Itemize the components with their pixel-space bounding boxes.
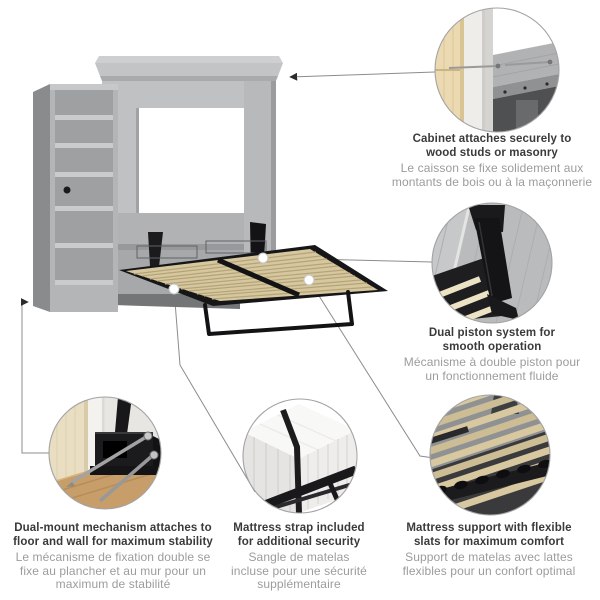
callout-circle-dual-mount [48, 396, 162, 510]
leader-line-dual-mount [20, 298, 49, 454]
leader-lines [20, 71, 436, 493]
leader-line-mattress-strap [173, 288, 256, 493]
callout-rings [48, 7, 560, 516]
deck-leg-bar [203, 290, 354, 336]
wire-bracket-right [205, 240, 267, 254]
marker-dot-mattress-strap [168, 283, 180, 295]
caption-title-line: floor and wall for maximum stability [13, 535, 213, 548]
callout-circle-mattress-support [429, 394, 551, 516]
marker-dot-dual-piston [257, 252, 269, 264]
caption-title-line: Mattress strap included [233, 522, 365, 534]
deck-center-rail [217, 257, 300, 298]
leader-line-cabinet-attachment [289, 71, 436, 81]
caption-title-line: Cabinet attaches securely to [412, 133, 572, 145]
caption-subtitle-line: Sangle de matelas [248, 550, 350, 564]
lag-screws [66, 431, 159, 503]
caption-subtitle-line: supplémentaire [257, 577, 341, 591]
callout-circle-mattress-strap [242, 398, 358, 514]
shelf-cubbies [55, 90, 113, 285]
shelving-unit [33, 84, 118, 312]
piston-arm [474, 218, 512, 304]
callout-circle-cabinet-attachment [434, 7, 560, 133]
murphy-bed-product [33, 56, 388, 336]
bed-deck [119, 245, 388, 336]
crown-molding [95, 63, 283, 76]
callout-image-mattress-support [430, 395, 550, 515]
callout-image-mattress-strap [243, 399, 357, 513]
slat-rail [430, 461, 550, 506]
headboard-panel [118, 213, 244, 250]
wall-screws [448, 59, 553, 69]
caption-subtitle-line: fixe au plancher et au mur pour un [19, 563, 207, 578]
marker-dots [168, 252, 315, 295]
callout-caption-dual-piston: Dual piston system for smooth operation … [352, 327, 600, 383]
callout-caption-mattress-support: Mattress support with flexible slats for… [369, 522, 600, 578]
caption-title-line: for additional security [237, 535, 361, 548]
caption-subtitle-line: Le mécanisme de fixation double se [15, 550, 211, 564]
caption-subtitle-line: flexibles pour un confort optimal [402, 563, 576, 578]
caption-title-line: wood studs or masonry [426, 146, 558, 159]
caption-subtitle-line: maximum de stabilité [55, 577, 171, 591]
cabinet-opening [138, 108, 244, 213]
callout-caption-dual-mount: Dual-mount mechanism attaches to floor a… [3, 522, 223, 592]
caption-title-line: slats for maximum comfort [413, 535, 565, 548]
caption-subtitle-line: incluse pour une sécurité [231, 563, 367, 578]
caption-title-line: Dual-mount mechanism attaches to [14, 522, 212, 534]
caption-subtitle-line: Mécanisme à double piston pour [403, 355, 581, 369]
callout-circle-dual-piston [431, 202, 553, 324]
caption-title-line: Dual piston system for [428, 327, 556, 339]
leader-line-mattress-support [308, 279, 435, 459]
mattress-top [243, 404, 356, 459]
caption-subtitle-line: un fonctionnement fluide [425, 368, 559, 383]
cable-grommet [63, 186, 71, 194]
callout-caption-mattress-strap: Mattress strap included for additional s… [199, 522, 399, 592]
callout-image-cabinet-attachment [435, 8, 559, 132]
wire-bracket-left [136, 245, 198, 259]
caption-subtitle-line: Support de matelas avec lattes [405, 550, 573, 564]
caption-subtitle-line: Le caisson se fixe solidement aux [400, 161, 584, 175]
marker-dot-mattress-support [303, 274, 315, 286]
callout-caption-cabinet-attachment: Cabinet attaches securely to wood studs … [352, 133, 600, 189]
callout-image-dual-piston [432, 203, 552, 323]
caption-title-line: smooth operation [442, 340, 542, 353]
caption-title-line: Mattress support with flexible [406, 522, 572, 534]
callout-image-dual-mount [49, 397, 161, 509]
caption-subtitle-line: montants de bois ou à la maçonnerie [391, 174, 593, 189]
